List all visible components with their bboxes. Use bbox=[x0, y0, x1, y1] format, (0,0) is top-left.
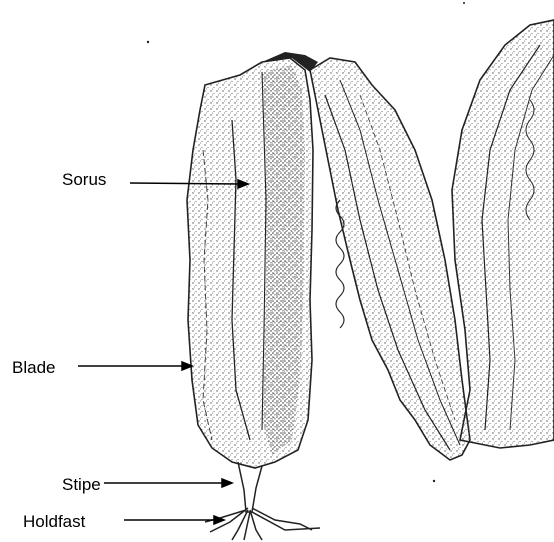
blade-label: Blade bbox=[12, 359, 55, 376]
stipe-arrowhead bbox=[222, 479, 232, 487]
stipe-label: Stipe bbox=[62, 476, 101, 493]
holdfast-label: Holdfast bbox=[23, 513, 85, 530]
holdfast-shape bbox=[205, 508, 320, 540]
sorus-arrow bbox=[130, 183, 240, 184]
sorus-label: Sorus bbox=[62, 171, 106, 188]
frond-right bbox=[452, 20, 554, 448]
stipe-shape bbox=[238, 462, 262, 512]
